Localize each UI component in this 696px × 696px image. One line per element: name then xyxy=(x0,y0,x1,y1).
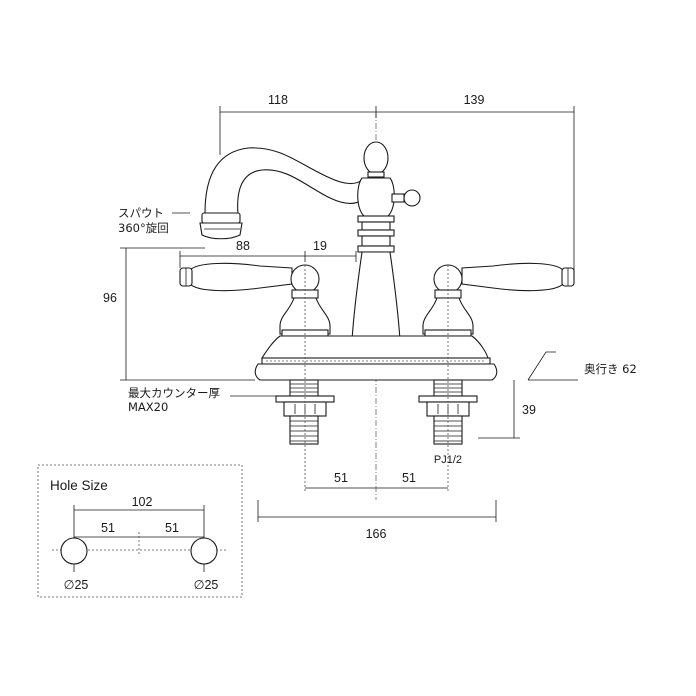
left-hole-diameter: ∅25 xyxy=(64,578,89,592)
depth-note: 奥行き 62 xyxy=(584,362,637,376)
handle-length-dimension: 88 xyxy=(236,239,250,253)
depth-note-leader xyxy=(527,351,578,381)
handle-dimension-lines xyxy=(179,251,357,268)
handle-offset-dimension: 19 xyxy=(313,239,327,253)
height-dimension: 96 xyxy=(103,291,117,305)
hole-right-dimension: 51 xyxy=(165,521,179,535)
base-width-dimension: 166 xyxy=(366,527,387,541)
counter-note-line1: 最大カウンター厚 xyxy=(128,386,220,400)
right-hole-diameter: ∅25 xyxy=(194,578,219,592)
right-hole xyxy=(190,537,218,565)
base-plate xyxy=(254,335,498,381)
hole-left-dimension: 51 xyxy=(101,521,115,535)
spout xyxy=(199,147,363,240)
left-center-dimension: 51 xyxy=(334,471,348,485)
hole-overall-dimension: 102 xyxy=(132,495,153,509)
spout-note-line2: 360°旋回 xyxy=(118,221,169,235)
counter-note-line2: MAX20 xyxy=(128,400,168,414)
shank-length-dimension: 39 xyxy=(522,403,536,417)
left-handle xyxy=(179,262,331,337)
base-width-dimension-lines xyxy=(257,500,497,522)
hole-size-title: Hole Size xyxy=(50,478,108,493)
right-center-dimension: 51 xyxy=(402,471,416,485)
shank-dimension-lines xyxy=(478,380,520,439)
spout-note-line1: スパウト xyxy=(118,206,164,220)
thread-note: PJ1/2 xyxy=(434,454,462,466)
handle-reach-dimension: 139 xyxy=(464,93,485,107)
center-body xyxy=(351,141,421,341)
right-handle xyxy=(422,262,575,337)
spout-reach-dimension: 118 xyxy=(268,93,288,107)
hole-size-box xyxy=(37,464,243,598)
height-dimension-lines xyxy=(120,247,255,381)
top-dimension-lines xyxy=(219,106,575,275)
left-hole xyxy=(60,537,88,565)
